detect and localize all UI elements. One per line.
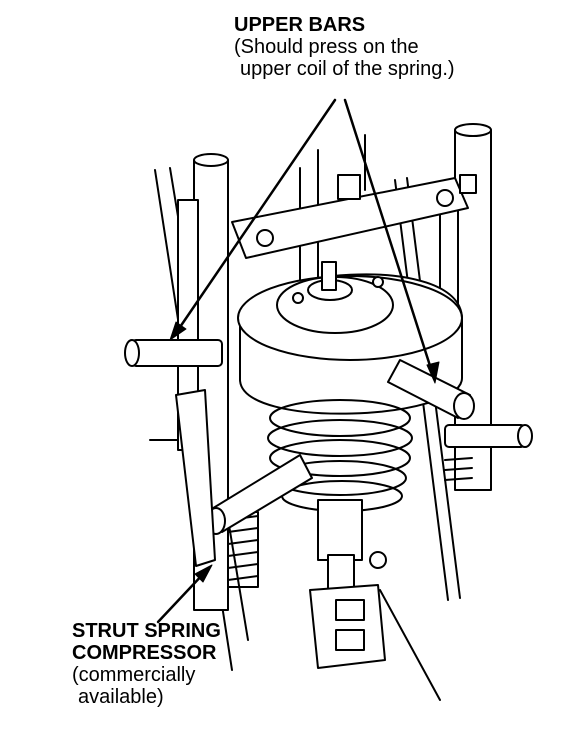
strut-compressor-description-line-2: available) bbox=[78, 686, 164, 708]
right-thread bbox=[444, 457, 473, 481]
left-upper-bar bbox=[124, 339, 223, 367]
strut-compressor-arrow bbox=[156, 564, 213, 624]
coil-spring bbox=[267, 399, 413, 512]
strut-compressor-description-line-1: (commercially bbox=[72, 664, 196, 686]
strut-spring-compressor-callout: STRUT SPRING COMPRESSOR (commercially av… bbox=[72, 620, 221, 708]
lower-left-bracket bbox=[175, 389, 216, 567]
upper-bars-description-line-1: (Should press on the bbox=[234, 36, 419, 58]
top-crossbar bbox=[231, 174, 477, 259]
upper-bars-arrows bbox=[169, 98, 440, 384]
right-upper-bar bbox=[387, 359, 475, 420]
strut-compressor-title-line-1: STRUT SPRING bbox=[72, 620, 221, 642]
upper-bars-title: UPPER BARS bbox=[234, 14, 366, 36]
strut-compressor-title-line-2: COMPRESSOR bbox=[72, 642, 217, 664]
right-lower-bar bbox=[444, 424, 533, 448]
upper-bars-description-line-2: upper coil of the spring.) bbox=[240, 58, 455, 80]
strut-body bbox=[309, 499, 387, 669]
upper-bars-callout: UPPER BARS (Should press on the upper co… bbox=[234, 14, 455, 80]
left-thread bbox=[227, 515, 259, 581]
